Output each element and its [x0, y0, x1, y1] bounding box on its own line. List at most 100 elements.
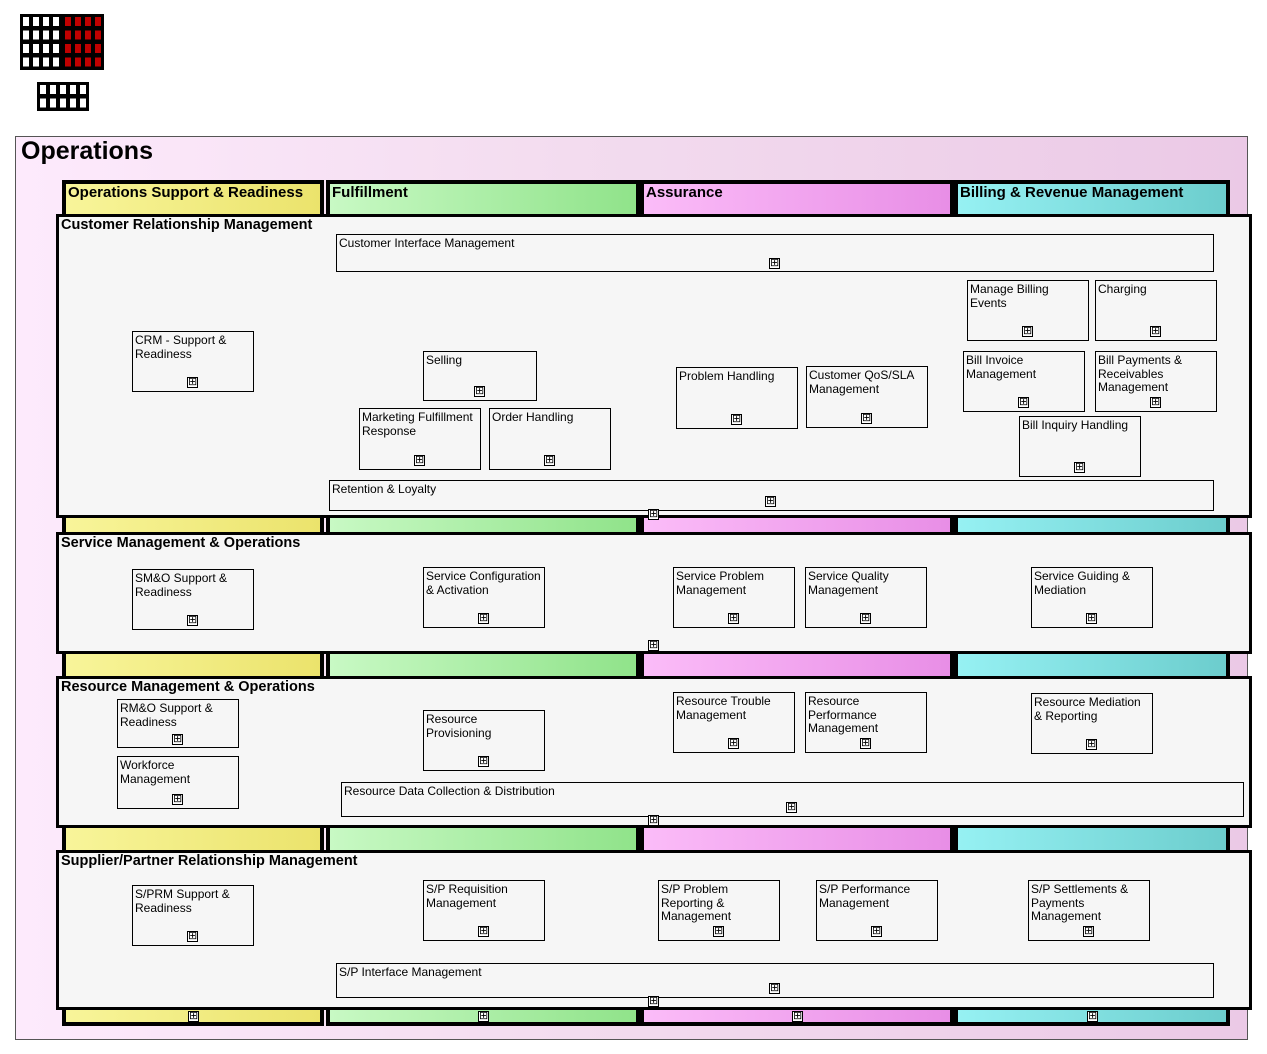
column-expand-icon-assurance[interactable]: ⊞	[792, 1010, 803, 1022]
layer-expand-icon-sprm[interactable]: ⊞	[648, 995, 659, 1007]
expand-icon[interactable]: ⊞	[860, 612, 871, 624]
process-charging[interactable]: Charging ⊞	[1095, 280, 1217, 341]
expand-icon[interactable]: ⊞	[861, 412, 872, 424]
column-expand-icon-fulfillment[interactable]: ⊞	[478, 1010, 489, 1022]
process-sp-requisition-management[interactable]: S/P Requisition Management ⊞	[423, 880, 545, 941]
process-resource-provisioning[interactable]: Resource Provisioning ⊞	[423, 710, 545, 771]
expand-icon[interactable]: ⊞	[172, 793, 183, 805]
expand-icon[interactable]: ⊞	[172, 733, 183, 745]
layer-expand-icon-smo[interactable]: ⊞	[648, 639, 659, 651]
process-selling[interactable]: Selling ⊞	[423, 351, 537, 401]
expand-icon[interactable]: ⊞	[478, 755, 489, 767]
expand-icon[interactable]: ⊞	[1086, 612, 1097, 624]
expand-icon[interactable]: ⊞	[187, 614, 198, 626]
logo-grid-bottom	[37, 82, 89, 111]
process-label: S/P Performance Management	[819, 882, 911, 910]
frameworx-logo-icon	[20, 14, 104, 111]
expand-icon[interactable]: ⊞	[187, 376, 198, 388]
process-label: Customer Interface Management	[339, 236, 515, 250]
expand-icon[interactable]: ⊞	[474, 385, 485, 397]
process-crm-support-readiness[interactable]: CRM - Support & Readiness ⊞	[132, 331, 254, 392]
process-manage-billing-events[interactable]: Manage Billing Events ⊞	[967, 280, 1089, 341]
process-resource-trouble-management[interactable]: Resource Trouble Management ⊞	[673, 692, 795, 753]
process-label: Selling	[426, 353, 463, 367]
process-sprm-support-readiness[interactable]: S/PRM Support & Readiness ⊞	[132, 885, 254, 946]
column-expand-icon-billing[interactable]: ⊞	[1087, 1010, 1098, 1022]
logo-cell	[43, 44, 49, 53]
logo-cell	[53, 44, 59, 53]
logo-cell	[65, 17, 71, 26]
column-expand-icon-osr[interactable]: ⊞	[188, 1010, 199, 1022]
process-bill-inquiry-handling[interactable]: Bill Inquiry Handling ⊞	[1019, 416, 1141, 477]
expand-icon[interactable]: ⊞	[1022, 325, 1033, 337]
process-sp-problem-reporting[interactable]: S/P Problem Reporting & Management ⊞	[658, 880, 780, 941]
process-label: Resource Mediation & Reporting	[1034, 695, 1141, 723]
process-workforce-management[interactable]: Workforce Management ⊞	[117, 756, 239, 809]
layer-title-rmo: Resource Management & Operations	[61, 679, 315, 695]
process-sp-performance-management[interactable]: S/P Performance Management ⊞	[816, 880, 938, 941]
process-label: Manage Billing Events	[970, 282, 1049, 310]
process-service-problem-management[interactable]: Service Problem Management ⊞	[673, 567, 795, 628]
process-sp-settlements-payments[interactable]: S/P Settlements & Payments Management ⊞	[1028, 880, 1150, 941]
expand-icon[interactable]: ⊞	[1086, 738, 1097, 750]
expand-icon[interactable]: ⊞	[1150, 396, 1161, 408]
expand-icon[interactable]: ⊞	[769, 257, 780, 269]
logo-cell	[23, 30, 29, 40]
expand-icon[interactable]: ⊞	[544, 454, 555, 466]
process-customer-interface-management[interactable]: Customer Interface Management ⊞	[336, 234, 1214, 272]
process-service-guiding-mediation[interactable]: Service Guiding & Mediation ⊞	[1031, 567, 1153, 628]
expand-icon[interactable]: ⊞	[860, 737, 871, 749]
logo-cell	[85, 57, 91, 67]
process-sp-interface-management[interactable]: S/P Interface Management ⊞	[336, 963, 1214, 998]
process-label: CRM - Support & Readiness	[135, 333, 227, 361]
expand-icon[interactable]: ⊞	[1074, 461, 1085, 473]
process-rmo-support-readiness[interactable]: RM&O Support & Readiness ⊞	[117, 699, 239, 748]
expand-icon[interactable]: ⊞	[713, 925, 724, 937]
process-bill-invoice-management[interactable]: Bill Invoice Management ⊞	[963, 351, 1085, 412]
process-label: Charging	[1098, 282, 1147, 296]
logo-cell	[50, 98, 56, 108]
process-problem-handling[interactable]: Problem Handling ⊞	[676, 367, 798, 429]
process-service-quality-management[interactable]: Service Quality Management ⊞	[805, 567, 927, 628]
expand-icon[interactable]: ⊞	[769, 982, 780, 994]
expand-icon[interactable]: ⊞	[786, 801, 797, 813]
process-label: S/P Settlements & Payments Management	[1031, 882, 1129, 923]
process-order-handling[interactable]: Order Handling ⊞	[489, 408, 611, 470]
column-header-fulfillment: Fulfillment	[332, 184, 408, 201]
expand-icon[interactable]: ⊞	[478, 925, 489, 937]
process-label: Bill Invoice Management	[966, 353, 1037, 381]
process-customer-qos-sla[interactable]: Customer QoS/SLA Management ⊞	[806, 366, 928, 428]
logo-cell	[70, 98, 76, 108]
expand-icon[interactable]: ⊞	[1150, 325, 1161, 337]
process-label: Service Problem Management	[676, 569, 765, 597]
logo-cell	[75, 17, 81, 26]
process-bill-payments-receivables[interactable]: Bill Payments & Receivables Management ⊞	[1095, 351, 1217, 412]
expand-icon[interactable]: ⊞	[871, 925, 882, 937]
process-label: S/P Problem Reporting & Management	[661, 882, 732, 923]
layer-title-crm: Customer Relationship Management	[61, 217, 313, 233]
expand-icon[interactable]: ⊞	[478, 612, 489, 624]
expand-icon[interactable]: ⊞	[414, 454, 425, 466]
process-retention-loyalty[interactable]: Retention & Loyalty ⊞	[329, 480, 1214, 511]
process-resource-data-collection[interactable]: Resource Data Collection & Distribution …	[341, 782, 1244, 817]
logo-cell	[65, 30, 71, 40]
process-label: Problem Handling	[679, 369, 775, 383]
expand-icon[interactable]: ⊞	[187, 930, 198, 942]
process-label: Resource Trouble Management	[676, 694, 771, 722]
process-service-configuration-activation[interactable]: Service Configuration & Activation ⊞	[423, 567, 545, 628]
layer-title-smo: Service Management & Operations	[61, 535, 301, 551]
expand-icon[interactable]: ⊞	[765, 495, 776, 507]
layer-expand-icon-crm[interactable]: ⊞	[648, 508, 659, 520]
process-resource-mediation-reporting[interactable]: Resource Mediation & Reporting ⊞	[1031, 693, 1153, 754]
process-marketing-fulfillment-response[interactable]: Marketing Fulfillment Response ⊞	[359, 408, 481, 470]
process-smo-support-readiness[interactable]: SM&O Support & Readiness ⊞	[132, 569, 254, 630]
expand-icon[interactable]: ⊞	[728, 737, 739, 749]
expand-icon[interactable]: ⊞	[728, 612, 739, 624]
logo-cell	[95, 44, 101, 53]
process-resource-performance-management[interactable]: Resource Performance Management ⊞	[805, 692, 927, 753]
expand-icon[interactable]: ⊞	[1018, 396, 1029, 408]
expand-icon[interactable]: ⊞	[1083, 925, 1094, 937]
expand-icon[interactable]: ⊞	[731, 413, 742, 425]
logo-cell	[53, 30, 59, 40]
layer-expand-icon-rmo[interactable]: ⊞	[648, 814, 659, 826]
